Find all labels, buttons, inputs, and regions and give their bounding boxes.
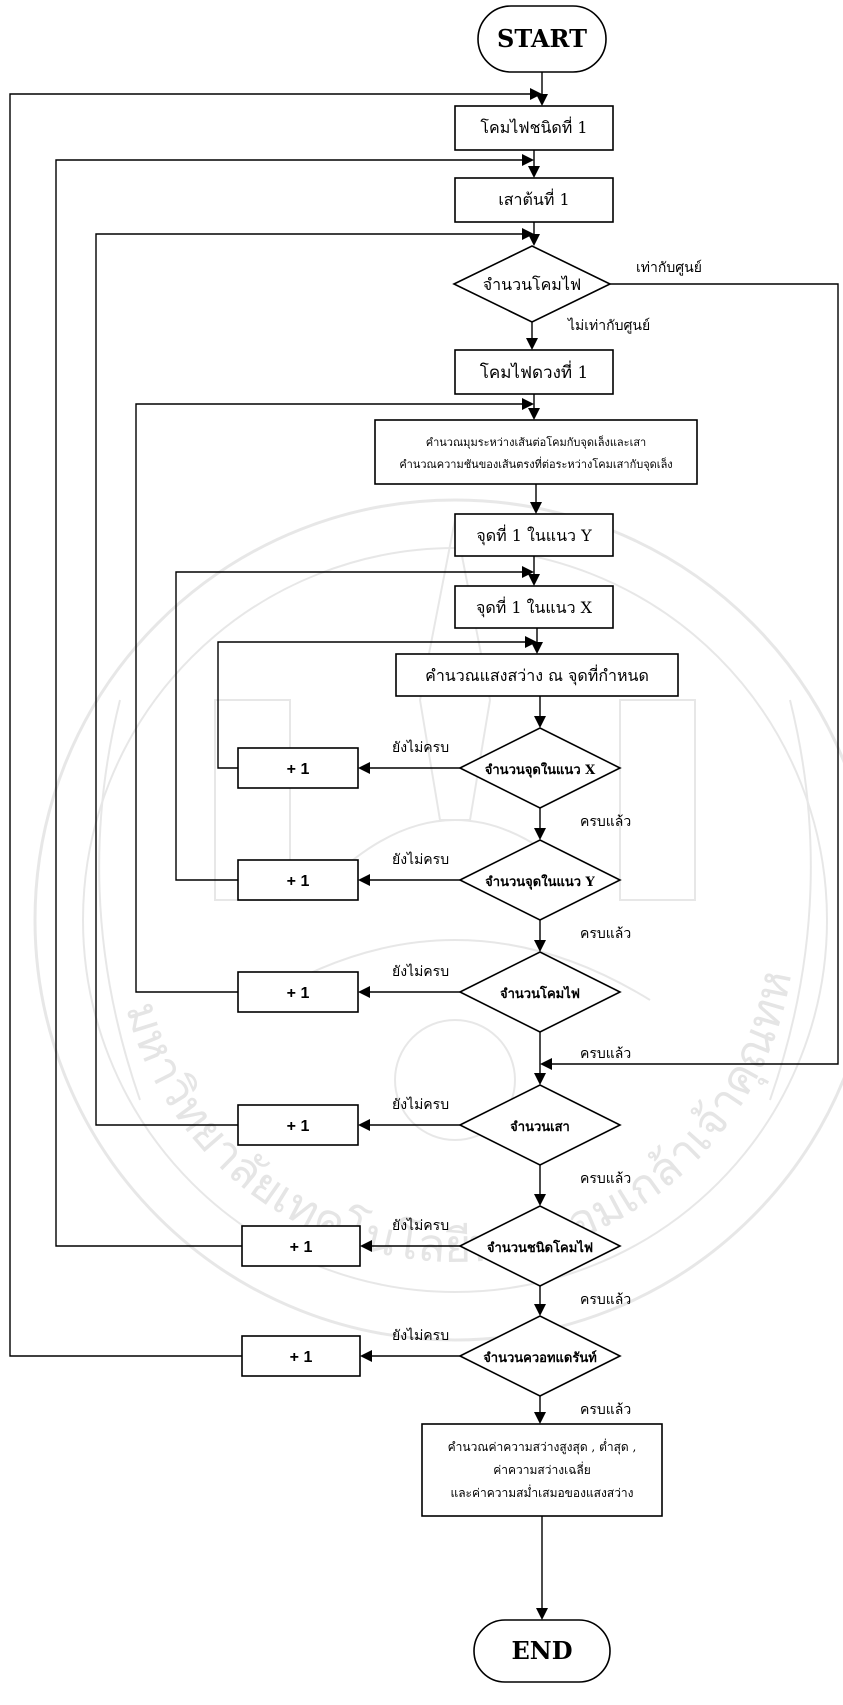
lamp-type-label: โคมไฟชนิดที่ 1 — [480, 116, 587, 137]
not-complete-label-poles: ยังไม่ครบ — [392, 1096, 449, 1113]
pole-box — [454, 177, 614, 223]
complete-label-lamp-types: ครบแล้ว — [580, 1292, 631, 1308]
complete-label-poles: ครบแล้ว — [580, 1171, 631, 1187]
calc-light-label: คำนวณแสงสว่าง ณ จุดที่กำหนด — [425, 664, 649, 686]
increment-box-poles: + 1 — [237, 1104, 359, 1146]
complete-label-x: ครบแล้ว — [580, 814, 631, 830]
pole-label: เสาต้นที่ 1 — [498, 188, 569, 209]
increment-box-lamps: + 1 — [237, 971, 359, 1013]
svg-text:+ 1: + 1 — [287, 985, 310, 1002]
increment-box-lamp-types: + 1 — [241, 1225, 361, 1267]
quadrants-decision-label: จำนวนควอทแดรันท์ — [483, 1350, 597, 1366]
calc-angle-line2: คำนวณความชันของเส้นตรงที่ต่อระหว่างโคมเส… — [399, 456, 672, 471]
increment-box-y: + 1 — [237, 859, 359, 901]
svg-text:+ 1: + 1 — [287, 873, 310, 890]
point-y-box — [454, 513, 614, 557]
points-x-decision — [458, 727, 622, 809]
not-complete-label-y: ยังไม่ครบ — [392, 851, 449, 868]
end-label: END — [511, 1636, 572, 1665]
lamps-decision-label: จำนวนโคมไฟ — [500, 985, 580, 1002]
point-x-label: จุดที่ 1 ในแนว X — [476, 596, 593, 618]
university-seal-watermark — [33, 498, 843, 1342]
equals-zero-label: เท่ากับศูนย์ — [636, 259, 702, 276]
lamps-decision — [458, 951, 622, 1033]
complete-label-lamps: ครบแล้ว — [580, 1046, 631, 1062]
svg-text:+ 1: + 1 — [287, 761, 310, 778]
start-label: START — [497, 24, 587, 53]
point-y-label: จุดที่ 1 ในแนว Y — [476, 524, 592, 546]
final-calc-line3: และค่าความสม่ำเสมอของแสงสว่าง — [450, 1484, 633, 1500]
calc-angle-line1: คำนวณมุมระหว่างเส้นต่อโคมกับจุดเล็งและเส… — [426, 435, 646, 449]
point-x-box — [454, 585, 614, 629]
complete-label-quadrants: ครบแล้ว — [580, 1402, 631, 1418]
calc-light-box — [395, 653, 679, 697]
not-complete-label-lamps: ยังไม่ครบ — [392, 963, 449, 980]
increment-box-x: + 1 — [237, 747, 359, 789]
calc-angle-box — [374, 419, 698, 485]
not-complete-label-x: ยังไม่ครบ — [392, 739, 449, 756]
lamp-hanging-box — [454, 349, 614, 395]
not-complete-label-quadrants: ยังไม่ครบ — [392, 1327, 449, 1344]
lamp-types-decision-label: จำนวนชนิดโคมไฟ — [487, 1239, 593, 1256]
poles-decision — [458, 1084, 622, 1166]
svg-text:+ 1: + 1 — [290, 1239, 313, 1256]
lamp-types-decision — [458, 1205, 622, 1287]
poles-decision-label: จำนวนเสา — [510, 1119, 570, 1135]
not-equals-zero-label: ไม่เท่ากับศูนย์ — [567, 317, 650, 334]
final-calc-box — [421, 1423, 663, 1517]
final-calc-line2: ค่าความสว่างเฉลี่ย — [493, 1461, 591, 1477]
lamp-hanging-label: โคมไฟดวงที่ 1 — [480, 360, 589, 383]
flow-connectors — [9, 72, 839, 1620]
complete-label-y: ครบแล้ว — [580, 926, 631, 942]
end-terminal — [473, 1619, 611, 1683]
points-y-decision — [458, 839, 622, 921]
increment-box-quadrants: + 1 — [241, 1335, 361, 1377]
lamp-count-decision-label: จำนวนโคมไฟ — [483, 275, 581, 294]
svg-text:+ 1: + 1 — [290, 1349, 313, 1366]
svg-text:+ 1: + 1 — [287, 1118, 310, 1135]
quadrants-decision — [458, 1315, 622, 1397]
points-y-decision-label: จำนวนจุดในแนว Y — [485, 873, 595, 890]
final-calc-line1: คำนวณค่าความสว่างสูงสุด , ต่ำสุด , — [448, 1438, 637, 1455]
points-x-decision-label: จำนวนจุดในแนว X — [485, 761, 596, 778]
not-complete-label-lamp-types: ยังไม่ครบ — [392, 1217, 449, 1234]
